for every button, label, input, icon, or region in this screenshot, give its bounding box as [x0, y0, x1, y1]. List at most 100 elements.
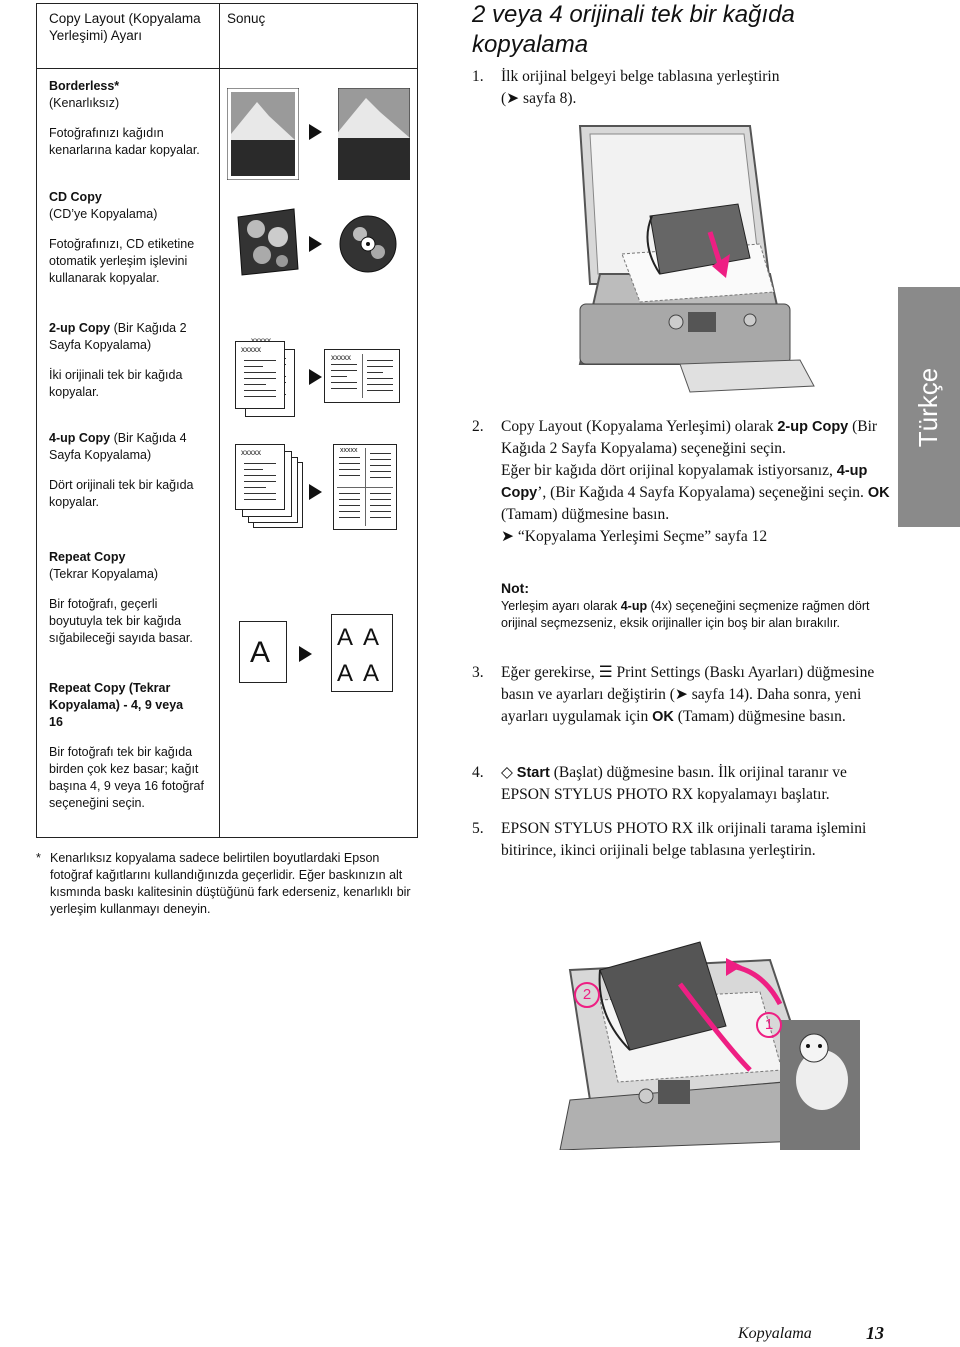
- letter-a: A: [337, 660, 354, 687]
- letter-a: A: [363, 660, 380, 687]
- letter-a: A: [250, 636, 271, 669]
- page-ref-arrow-icon: ➤: [674, 686, 688, 703]
- arrow-right-icon: [299, 646, 312, 662]
- original-page-1: xxxxx: [235, 444, 285, 510]
- language-tab-label: Türkçe: [913, 367, 944, 447]
- original-photo-icon: [227, 88, 299, 180]
- step-text: Eğer gerekirse, ☰ Print Settings (Baskı …: [501, 662, 891, 728]
- step-3-text-e: (Tamam) düğmesine basın.: [673, 708, 846, 725]
- row-name: Repeat Copy: [49, 550, 126, 564]
- mark-text: xxxxx: [340, 447, 358, 454]
- row-cd-copy: CD Copy (CD’ye Kopyalama) Fotoğrafınızı,…: [49, 189, 214, 287]
- footer-section: Kopyalama: [738, 1325, 812, 1342]
- arrow-right-icon: [309, 484, 322, 500]
- start-label: Start: [516, 765, 550, 781]
- borderless-result-icon: [338, 88, 410, 180]
- row-subtitle: (Kenarlıksız): [49, 96, 120, 110]
- row-subtitle: (CD’ye Kopyalama): [49, 207, 158, 221]
- step-2-text-h: (Tamam) düğmesine basın.: [501, 506, 670, 523]
- row-name: Repeat Copy (Tekrar Kopyalama) - 4, 9 ve…: [49, 681, 184, 729]
- row-description: Bir fotoğrafı tek bir kağıda birden çok …: [49, 745, 204, 810]
- start-icon: ◇: [501, 764, 513, 781]
- row-description: Bir fotoğrafı, geçerli boyutuyla tek bir…: [49, 597, 193, 645]
- mark-text: xxxxx: [251, 336, 271, 345]
- row-description: Fotoğrafınızı kağıdın kenarlarına kadar …: [49, 126, 200, 157]
- row-description: Dört orijinali tek bir kağıda kopyalar.: [49, 478, 194, 509]
- step-2-ref: “Kopyalama Yerleşimi Seçme” sayfa 12: [517, 528, 768, 545]
- mark-text: xxxxx: [331, 353, 351, 362]
- step-number: 5.: [472, 820, 484, 837]
- step-4-text-b: (Başlat) düğmesine basın. İlk orijinal t…: [501, 764, 847, 803]
- table-header-result: Sonuç: [227, 11, 266, 26]
- step-1: 1. İlk orijinal belgeyi belge tablasına …: [472, 66, 882, 116]
- mark-text: xxxxx: [241, 448, 261, 457]
- page-ref-arrow-icon: ➤: [501, 528, 514, 545]
- row-name: Borderless*: [49, 79, 120, 93]
- step-4: 4. ◇ Start (Başlat) düğmesine basın. İlk…: [472, 762, 882, 806]
- row-name-suffix: (Bir Kağıda 2 Sayfa Kopyalama): [49, 321, 187, 352]
- step-text: Copy Layout (Kopyalama Yerleşimi) olarak…: [501, 416, 891, 548]
- step-number: 4.: [472, 764, 484, 781]
- step-number: 1.: [472, 68, 484, 85]
- copy-layout-table: Copy Layout (Kopyalama Yerleşimi) Ayarı …: [36, 3, 418, 838]
- note-title: Not:: [501, 580, 529, 596]
- row-name: 4-up Copy: [49, 431, 111, 445]
- two-up-result-page: xxxxx: [324, 349, 400, 403]
- ok-label: OK: [867, 485, 890, 501]
- original-page-2: xxxxx: [235, 341, 285, 409]
- step-1-text: İlk orijinal belgeyi belge tablasına yer…: [501, 68, 780, 85]
- row-borderless: Borderless* (Kenarlıksız) Fotoğrafınızı …: [49, 78, 214, 159]
- mark-text: xxxxx: [241, 345, 261, 354]
- callout-2: 2: [574, 982, 600, 1008]
- step-2-text-d: Eğer bir kağıda dört orijinal kopyalamak…: [501, 462, 837, 479]
- row-repeat-copy-multi: Repeat Copy (Tekrar Kopyalama) - 4, 9 ve…: [49, 680, 214, 812]
- step-3-text-b: Print Settings (Baskı Ayarları) düğmesin…: [501, 664, 875, 703]
- footnote-marker: *: [36, 851, 41, 865]
- row-4up-copy: 4-up Copy (Bir Kağıda 4 Sayfa Kopyalama)…: [49, 430, 214, 511]
- step-2-text-a: Copy Layout (Kopyalama Yerleşimi) olarak: [501, 418, 778, 435]
- step-3-text-a: Eğer gerekirse,: [501, 664, 599, 681]
- table-column-divider: [219, 4, 220, 837]
- arrow-right-icon: [309, 124, 322, 140]
- cd-icon: [339, 215, 397, 273]
- scanner-swap-original-illustration: [559, 941, 860, 1150]
- page-number: 13: [866, 1323, 884, 1343]
- note-text-a: Yerleşim ayarı olarak: [501, 599, 621, 613]
- row-repeat-copy: Repeat Copy (Tekrar Kopyalama) Bir fotoğ…: [49, 549, 214, 647]
- two-up-copy-label: 2-up Copy: [777, 419, 849, 435]
- step-3-text-c: sayfa 14). Daha sonra, yeni ayarları uyg…: [501, 686, 862, 725]
- table-header-divider: [37, 68, 417, 69]
- step-2-text-c: (Bir Kağıda 2 Sayfa Kopyalama) seçeneğin…: [501, 418, 878, 457]
- table-header-setting: Copy Layout (Kopyalama Yerleşimi) Ayarı: [49, 11, 201, 43]
- step-3: 3. Eğer gerekirse, ☰ Print Settings (Bas…: [472, 662, 882, 746]
- scanner-place-original-illustration: [578, 125, 815, 393]
- row-name: 2-up Copy: [49, 321, 111, 335]
- step-text: ◇ Start (Başlat) düğmesine basın. İlk or…: [501, 762, 891, 806]
- row-name: CD Copy: [49, 190, 102, 204]
- row-subtitle: (Tekrar Kopyalama): [49, 567, 159, 581]
- footnote-text: Kenarlıksız kopyalama sadece belirtilen …: [50, 851, 411, 916]
- row-name-suffix: (Bir Kağıda 4 Sayfa Kopyalama): [49, 431, 187, 462]
- print-settings-icon: ☰: [598, 664, 613, 681]
- step-5-text: EPSON STYLUS PHOTO RX ilk orijinali tara…: [501, 820, 867, 859]
- page-ref-arrow-icon: ➤: [506, 90, 520, 107]
- row-description: İki orijinali tek bir kağıda kopyalar.: [49, 368, 183, 399]
- arrow-right-icon: [309, 236, 322, 252]
- letter-a: A: [337, 624, 354, 651]
- original-a-page: A: [239, 621, 287, 683]
- arrow-right-icon: [309, 369, 322, 385]
- step-5: 5. EPSON STYLUS PHOTO RX ilk orijinali t…: [472, 818, 882, 884]
- step-2-text-f: ’, (Bir Kağıda 4 Sayfa Kopyalama) seçene…: [537, 484, 868, 501]
- section-title: 2 veya 4 orijinali tek bir kağıda kopyal…: [472, 1, 795, 58]
- note-text-c: (4x) seçeneğini seçmenize rağmen dört or…: [501, 599, 870, 630]
- note-body: Yerleşim ayarı olarak 4-up (4x) seçeneği…: [501, 598, 891, 632]
- four-up-copy-label: 4-up Copy: [501, 463, 868, 501]
- flower-photo-icon: [237, 208, 299, 276]
- row-2up-copy: 2-up Copy (Bir Kağıda 2 Sayfa Kopyalama)…: [49, 320, 214, 401]
- row-description: Fotoğrafınızı, CD etiketine otomatik yer…: [49, 237, 195, 285]
- step-text: İlk orijinal belgeyi belge tablasına yer…: [501, 68, 780, 107]
- ok-label: OK: [652, 709, 674, 725]
- letter-a: A: [363, 624, 380, 651]
- language-tab-container: Türkçe: [898, 287, 960, 527]
- four-up-result-page: xxxxx: [333, 444, 397, 530]
